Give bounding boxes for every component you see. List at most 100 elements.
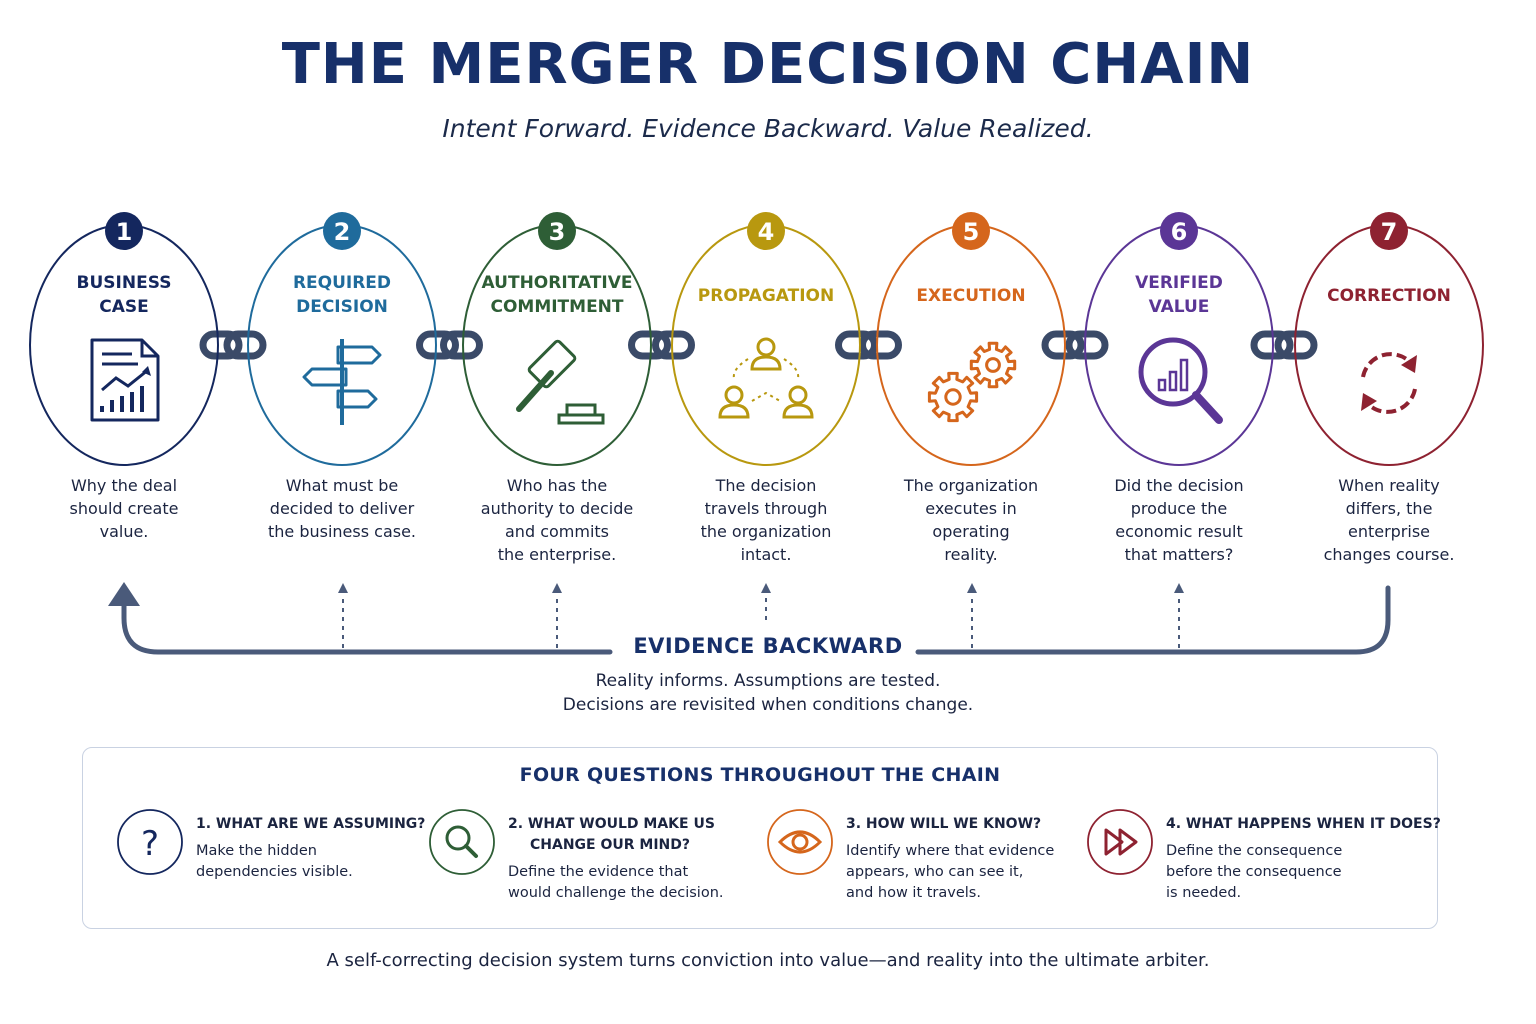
stage-name-line: COMMITMENT	[490, 297, 624, 317]
question-heading-line: 2. WHAT WOULD MAKE US	[508, 816, 715, 832]
search-icon	[429, 809, 495, 875]
stage-description-line: travels through	[704, 499, 828, 518]
chain-link-icon	[1041, 330, 1109, 360]
stage-description: When reality differs, the enterprise change…	[1274, 474, 1504, 566]
stage-description-line: the enterprise.	[497, 545, 617, 564]
stage-number-badge: 3	[538, 212, 576, 250]
stage-description-line: authority to decide	[480, 499, 634, 518]
stage-number: 1	[116, 218, 133, 246]
document-chart-icon	[90, 338, 160, 422]
question-description-line: Make the hidden	[196, 843, 317, 859]
question-description: Make the hidden dependencies visible.	[196, 841, 486, 883]
chain-link-icon	[416, 330, 483, 360]
stage-1-ring	[29, 224, 219, 466]
evidence-dotted-arrows	[342, 596, 1180, 648]
question-heading-line: 4. WHAT HAPPENS WHEN IT DOES?	[1166, 816, 1441, 832]
stage-description-line: What must be	[285, 476, 399, 495]
question-description-line: is needed.	[1166, 885, 1242, 901]
eye-icon	[767, 809, 833, 875]
stage-description-line: decided to deliver	[269, 499, 415, 518]
stage-number-badge: 7	[1370, 212, 1408, 250]
questions-title: FOUR QUESTIONS THROUGHOUT THE CHAIN	[519, 764, 1001, 786]
stage-number-badge: 5	[952, 212, 990, 250]
stage-description-line: economic result	[1115, 522, 1243, 541]
stage-description-line: differs, the	[1345, 499, 1433, 518]
question-description-line: dependencies visible.	[196, 864, 353, 880]
stage-6-ring	[1084, 224, 1274, 466]
stage-name-line: CORRECTION	[1327, 286, 1451, 306]
evidence-backward-arrow	[121, 585, 1391, 655]
stage-3-ring	[462, 224, 652, 466]
stage-number: 5	[963, 218, 980, 246]
stage-name: CORRECTION	[1284, 284, 1494, 308]
stage-number: 6	[1171, 218, 1188, 246]
stage-name: EXECUTION	[866, 284, 1076, 308]
stage-description-line: When reality	[1338, 476, 1440, 495]
question-description-line: Define the evidence that	[508, 864, 689, 880]
evidence-dotted-arrowheads	[338, 583, 1184, 593]
question-description-line: Define the consequence	[1166, 843, 1343, 859]
evidence-backward-text: Reality informs. Assumptions are tested.…	[468, 669, 1068, 717]
stage-description-line: reality.	[944, 545, 998, 564]
svg-text:?: ?	[141, 824, 159, 864]
stage-description-line: operating	[932, 522, 1010, 541]
stage-description-line: produce the	[1130, 499, 1228, 518]
signpost-icon	[302, 339, 382, 425]
evidence-backward-label: EVIDENCE BACKWARD	[633, 634, 903, 658]
stage-description-line: Did the decision	[1114, 476, 1244, 495]
stage-description-line: enterprise	[1347, 522, 1431, 541]
stage-number: 7	[1381, 218, 1398, 246]
question-heading-line: 3. HOW WILL WE KNOW?	[846, 816, 1042, 832]
page-subtitle: Intent Forward. Evidence Backward. Value…	[442, 114, 1094, 143]
stage-name-line: AUTHORITATIVE	[481, 273, 633, 293]
stage-name-line: EXECUTION	[916, 286, 1026, 306]
people-network-icon	[718, 337, 814, 419]
stage-7-ring	[1294, 224, 1484, 466]
evidence-line-1: Reality informs. Assumptions are tested.	[595, 671, 941, 691]
question-description-line: would challenge the decision.	[508, 885, 724, 901]
stage-name: BUSINESS CASE	[19, 271, 229, 319]
question-heading: 3. HOW WILL WE KNOW?	[846, 814, 1136, 835]
stage-name-line: DECISION	[296, 297, 388, 317]
stage-name-line: CASE	[99, 297, 149, 317]
chain-link-icon	[628, 330, 695, 360]
stage-description-line: The decision	[715, 476, 817, 495]
stage-number-badge: 6	[1160, 212, 1198, 250]
fast-forward-icon	[1087, 809, 1153, 875]
stage-description: Did the decision produce the economic resu…	[1064, 474, 1294, 566]
stage-number-badge: 2	[323, 212, 361, 250]
stage-number: 2	[334, 218, 351, 246]
question-heading: 4. WHAT HAPPENS WHEN IT DOES?	[1166, 814, 1456, 835]
question-icon: ?	[117, 809, 183, 875]
magnifier-chart-icon	[1138, 337, 1223, 424]
stage-description-line: that matters?	[1124, 545, 1234, 564]
evidence-arrowhead	[108, 582, 140, 606]
gavel-icon	[516, 339, 605, 425]
footer-statement: A self-correcting decision system turns …	[326, 950, 1210, 971]
question-heading-line: 1. WHAT ARE WE ASSUMING?	[196, 816, 426, 832]
stage-name-line: BUSINESS	[76, 273, 172, 293]
stage-name-line: PROPAGATION	[697, 286, 835, 306]
stage-description-line: Who has the	[506, 476, 608, 495]
chain-link-icon	[835, 330, 902, 360]
stage-name-line: VERIFIED	[1135, 273, 1223, 293]
question-description-line: before the consequence	[1166, 864, 1342, 880]
stage-name: PROPAGATION	[661, 284, 871, 308]
question-description: Define the consequence before the consequ…	[1166, 841, 1456, 904]
stage-description-line: should create	[69, 499, 179, 518]
question-description-line: and how it travels.	[846, 885, 981, 901]
stage-description-line: changes course.	[1323, 545, 1455, 564]
gears-icon	[927, 341, 1017, 423]
page-title: THE MERGER DECISION CHAIN	[281, 32, 1255, 97]
question-heading: 1. WHAT ARE WE ASSUMING?	[196, 814, 486, 835]
questions-panel	[82, 747, 1438, 929]
stage-description-line: the business case.	[267, 522, 417, 541]
stage-number-badge: 4	[747, 212, 785, 250]
question-description-line: Identify where that evidence	[846, 843, 1055, 859]
